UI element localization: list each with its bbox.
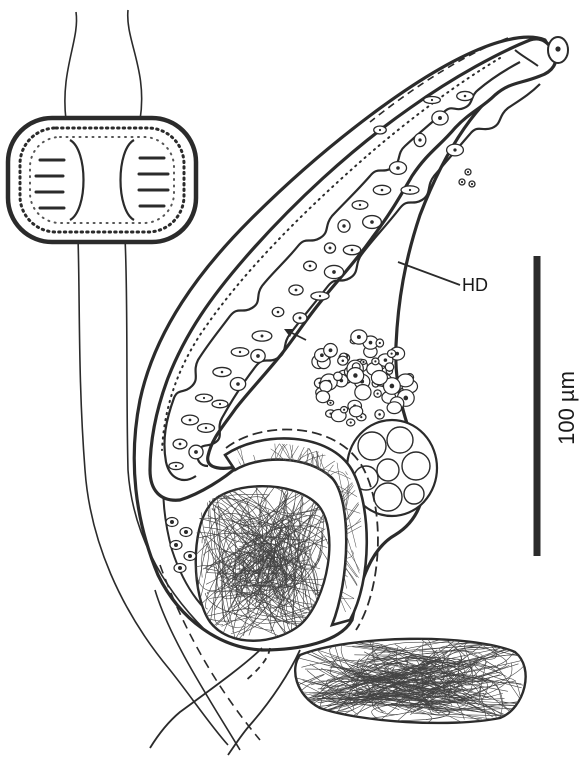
cluster-cell-nucleus bbox=[390, 384, 395, 389]
duct-cell-nucleus bbox=[342, 224, 345, 227]
duct-cell-nucleus bbox=[418, 138, 421, 141]
duct-cell-nucleus bbox=[219, 403, 221, 405]
scale-bar-group: 100 µm bbox=[537, 256, 579, 556]
cluster-cell-nucleus bbox=[384, 358, 388, 362]
cluster-cell-nucleus bbox=[357, 335, 361, 339]
duct-cell-nucleus bbox=[295, 289, 298, 292]
duct-cell-nucleus bbox=[461, 181, 463, 183]
duct-cell-nucleus bbox=[256, 354, 260, 358]
exit-ducts bbox=[150, 648, 300, 755]
cluster-cell bbox=[387, 402, 401, 414]
cluster-cell bbox=[350, 406, 363, 417]
cluster-cell-nucleus bbox=[374, 360, 376, 362]
sucker-organ bbox=[8, 118, 196, 242]
duct-cell-nucleus bbox=[277, 311, 280, 314]
duct-cell-nucleus bbox=[175, 465, 177, 467]
duct-cell-nucleus bbox=[396, 166, 400, 170]
cluster-cell bbox=[371, 371, 387, 385]
cluster-cell bbox=[355, 385, 371, 400]
duct-cell-nucleus bbox=[431, 99, 433, 101]
duct-cell-nucleus bbox=[329, 247, 332, 250]
duct-cell-nucleus bbox=[464, 95, 467, 98]
duct-cell-nucleus bbox=[299, 317, 302, 320]
lower-left-cells bbox=[166, 518, 196, 573]
hd-label: HD bbox=[462, 275, 488, 295]
cluster-cell-nucleus bbox=[379, 342, 381, 344]
cluster-cell-nucleus bbox=[369, 341, 373, 345]
duct-cell-nucleus bbox=[351, 249, 354, 252]
cluster-cell-nucleus bbox=[342, 359, 345, 362]
hd-label-group: HD bbox=[398, 262, 488, 295]
duct-cell-nucleus bbox=[471, 183, 473, 185]
duct-cell-nucleus bbox=[453, 148, 456, 151]
cluster-cell-nucleus bbox=[378, 413, 381, 416]
duct-cell-nucleus bbox=[194, 450, 198, 454]
cluster-cell-nucleus bbox=[320, 353, 324, 357]
hd-leader-line bbox=[398, 262, 460, 285]
cluster-cell-nucleus bbox=[377, 393, 379, 395]
duct-cell-nucleus bbox=[467, 171, 469, 173]
duct-cell-nucleus bbox=[409, 189, 411, 191]
cluster-cell-nucleus bbox=[329, 402, 331, 404]
cluster-cell bbox=[316, 391, 329, 403]
cluster-cell-nucleus bbox=[360, 416, 362, 418]
cluster-cell-nucleus bbox=[403, 396, 408, 401]
duct-cell-nucleus bbox=[319, 295, 321, 297]
cluster-cell bbox=[320, 381, 332, 393]
duct-cell-nucleus bbox=[239, 351, 241, 353]
duct-cell-nucleus bbox=[309, 265, 312, 268]
cell-cluster bbox=[312, 330, 418, 426]
duct-cell-nucleus bbox=[261, 335, 264, 338]
duct-cell-nucleus bbox=[205, 427, 207, 429]
duct-cell-nucleus bbox=[221, 371, 224, 374]
cluster-cell-nucleus bbox=[343, 409, 345, 411]
cluster-cell-nucleus bbox=[329, 348, 333, 352]
duct-cell-nucleus bbox=[236, 382, 240, 386]
duct-cell-nucleus bbox=[381, 189, 384, 192]
lower-sac bbox=[290, 635, 528, 724]
cluster-cell-nucleus bbox=[353, 373, 357, 377]
cluster-cell bbox=[334, 372, 343, 380]
cluster-cell-nucleus bbox=[391, 353, 393, 355]
duct-cell-nucleus bbox=[332, 270, 336, 274]
duct-cell-nucleus bbox=[189, 419, 192, 422]
scale-label: 100 µm bbox=[554, 371, 579, 445]
duct-cell-nucleus bbox=[438, 116, 442, 120]
duct-cell-nucleus bbox=[179, 443, 182, 446]
cluster-cell-nucleus bbox=[350, 421, 352, 423]
cluster-cell bbox=[385, 363, 393, 371]
duct-cell-nucleus bbox=[203, 397, 205, 399]
duct-cell-nucleus bbox=[359, 204, 361, 206]
cluster-cell-nucleus bbox=[362, 361, 364, 363]
duct-cell-nucleus bbox=[370, 220, 374, 224]
duct-cell-nucleus bbox=[379, 129, 381, 131]
